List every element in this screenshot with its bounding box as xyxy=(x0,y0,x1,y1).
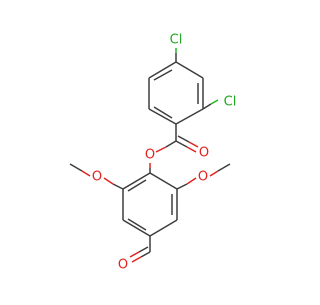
chlorine-atom-top: Cl xyxy=(170,33,183,48)
bond-carbonyl-to-ester-o xyxy=(165,140,177,148)
bond-methoxy-right-o xyxy=(186,177,197,185)
bond-carbonyl-b2 xyxy=(188,141,199,148)
bond-methoxy-right-o2 xyxy=(209,170,219,177)
bond-ring2-a xyxy=(149,172,178,190)
bond-ring-d xyxy=(148,108,177,125)
oxygen-atom-ester: O xyxy=(145,148,155,163)
bond-ring2-f-inner xyxy=(127,179,147,192)
bond-ring-c xyxy=(175,108,204,125)
bond-methoxy-left-o2 xyxy=(81,170,91,177)
bond-ring2-c xyxy=(149,219,178,237)
oxygen-atom-aldehyde: O xyxy=(118,258,128,273)
bond-aldehyde-b1 xyxy=(138,246,149,253)
bond-ester-o-end xyxy=(155,146,167,153)
oxygen-atom-methoxy-left: O xyxy=(92,170,102,185)
bond-carbonyl-a2 xyxy=(186,146,197,153)
bond-ring-a xyxy=(175,61,204,79)
dichlorophenyl-ring xyxy=(148,61,204,125)
bond-aldehyde-b2 xyxy=(129,251,140,258)
bond-ring-to-methoxy-left xyxy=(112,183,124,190)
bond-methoxy-right-methyl xyxy=(217,163,231,172)
bond-ring-f-inner xyxy=(153,69,173,81)
bond-c-cl-right xyxy=(202,103,212,110)
bond-ring2-f xyxy=(122,172,151,190)
oxygen-atom-methoxy-right: O xyxy=(198,170,208,185)
bond-ring2-d xyxy=(122,219,151,237)
bond-cl-right-end xyxy=(210,99,219,105)
chlorine-atom-right: Cl xyxy=(224,95,237,110)
molecule-diagram: Cl Cl O O O O O xyxy=(69,33,237,273)
bond-aldehyde-a1 xyxy=(140,251,151,258)
oxygen-atom-carbonyl: O xyxy=(199,146,209,161)
bond-aldehyde-a2 xyxy=(131,256,142,263)
bond-ring-to-methoxy-right xyxy=(176,183,188,190)
bond-methoxy-left-methyl xyxy=(69,163,83,172)
bond-ring2-d-inner xyxy=(127,218,147,231)
bond-methoxy-left-o xyxy=(103,177,114,185)
bond-ring-d-inner xyxy=(153,106,173,119)
bond-carbonyl-a1 xyxy=(175,140,188,148)
dimethoxyphenyl-ring xyxy=(122,172,178,237)
bond-ring-f xyxy=(148,61,177,79)
bond-carbonyl-b1 xyxy=(177,135,190,143)
structure-svg: Cl Cl O O O O O xyxy=(69,33,237,273)
